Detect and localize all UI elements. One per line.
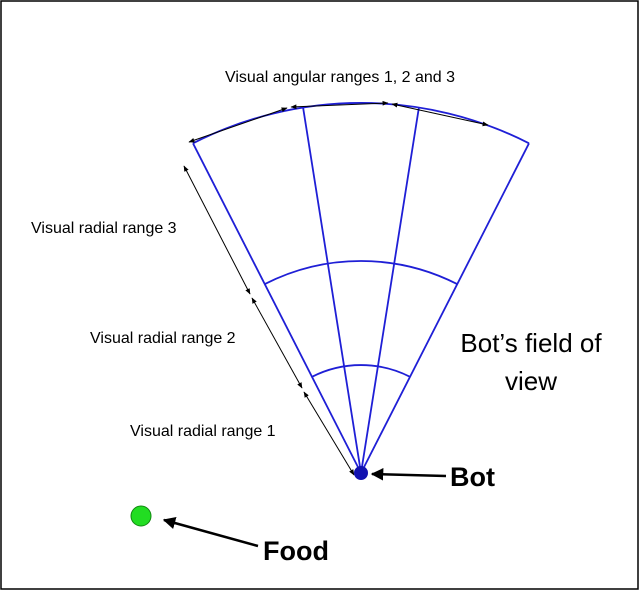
angular-ranges-label: Visual angular ranges 1, 2 and 3 <box>225 69 455 86</box>
bot-marker <box>354 466 368 480</box>
fov-spoke-3 <box>360 142 530 474</box>
angular-range-arrows <box>188 100 489 143</box>
food-marker <box>130 505 152 527</box>
fov-arc-2 <box>264 260 458 285</box>
radial-range-3-arrow <box>183 165 251 295</box>
radial-range-2-label: Visual radial range 2 <box>90 330 236 347</box>
radial-range-1-label: Visual radial range 1 <box>130 423 276 440</box>
field-of-view-label-line2: view <box>505 366 557 396</box>
fov-arc-1 <box>311 364 411 378</box>
food-pointer-arrow <box>162 516 259 548</box>
food-label: Food <box>263 536 329 566</box>
radial-range-1-arrow <box>303 391 355 476</box>
angular-range-2-arrow <box>290 100 389 110</box>
radial-range-arrows <box>183 165 355 476</box>
bot-label: Bot <box>450 462 495 492</box>
field-of-view-label-line1: Bot’s field of <box>460 328 602 358</box>
angular-range-3-arrow <box>391 102 489 127</box>
field-of-view-sector <box>192 102 530 474</box>
radial-range-2-arrow <box>251 297 303 389</box>
fov-spoke-2 <box>360 107 420 474</box>
angular-range-1-arrow <box>188 107 288 143</box>
radial-range-3-label: Visual radial range 3 <box>31 220 177 237</box>
fov-spoke-1 <box>302 107 362 474</box>
bot-pointer-arrow <box>370 468 447 481</box>
